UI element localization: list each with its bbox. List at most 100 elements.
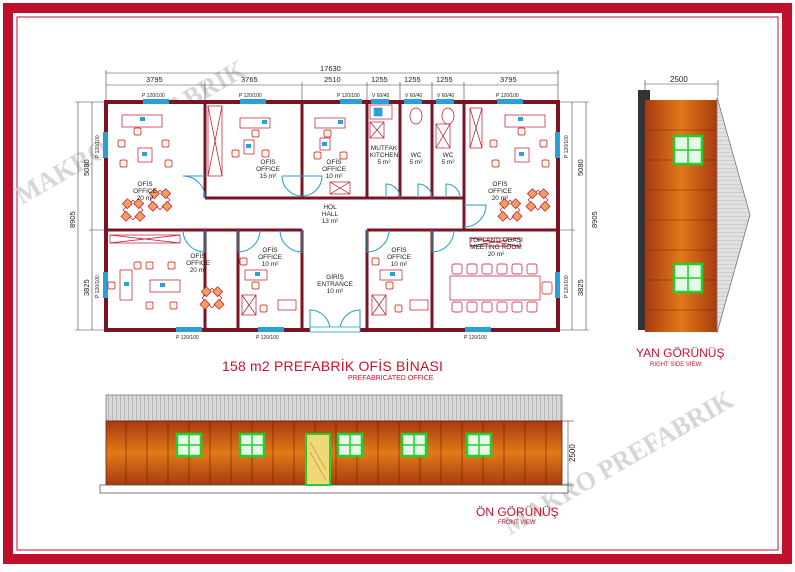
dim-left-total: 8905: [68, 211, 77, 228]
chair: [511, 263, 523, 275]
svg-text:10 m²: 10 m²: [327, 288, 344, 295]
room-wc2-label: WC 5 m²: [442, 152, 456, 166]
window-top-3: [340, 99, 362, 104]
room-office6-label: OFİS OFFICE 10 m²: [258, 245, 282, 268]
drawing-subtitle: PREFABRICATED OFFICE: [348, 375, 434, 382]
window-label: P 120/100: [176, 335, 199, 341]
svg-text:OFİS: OFİS: [262, 245, 278, 254]
chair: [541, 281, 553, 295]
chair: [481, 301, 493, 313]
dimension-labels: 17630 3795 3765 2510 1255 1255 1255 3795…: [68, 64, 599, 296]
svg-text:5 m²: 5 m²: [410, 159, 424, 166]
chair: [145, 301, 154, 310]
chair: [526, 263, 538, 275]
window-label: P 120/100: [256, 335, 279, 341]
svg-text:20 m²: 20 m²: [190, 267, 207, 274]
chair: [539, 200, 551, 212]
chair: [466, 301, 478, 313]
door: [385, 183, 401, 199]
floor-plan: 17630 3795 3765 2510 1255 1255 1255 3795…: [68, 64, 599, 341]
svg-text:20 m²: 20 m²: [137, 195, 154, 202]
svg-text:20 m²: 20 m²: [488, 251, 505, 258]
chair: [121, 198, 133, 210]
chair: [323, 129, 332, 138]
window-top-6: [436, 99, 454, 104]
cabinet-line: [207, 105, 223, 177]
desk: [504, 114, 546, 128]
svg-text:OFİS: OFİS: [391, 245, 407, 254]
chair: [339, 151, 348, 160]
room-office4-label: OFİS OFFICE 20 m²: [488, 179, 512, 202]
chair: [526, 188, 538, 200]
chair: [526, 301, 538, 313]
svg-text:OFFICE: OFFICE: [256, 166, 280, 173]
dim-seg-4: 1255: [371, 75, 388, 84]
svg-text:OFFICE: OFFICE: [488, 188, 512, 195]
chair: [251, 129, 260, 138]
svg-text:10 m²: 10 m²: [262, 261, 279, 268]
chair: [147, 200, 159, 212]
side-window: [672, 262, 704, 294]
chair: [231, 149, 240, 158]
chair: [385, 281, 394, 290]
door: [366, 229, 390, 253]
room-office7-label: OFİS OFFICE 10 m²: [387, 245, 411, 268]
cabinet: [371, 294, 387, 316]
room-labels: OFİS OFFICE 20 m² OFİS OFFICE 15 m² OFİS…: [133, 145, 523, 295]
svg-text:10 m²: 10 m²: [326, 173, 343, 180]
svg-text:10 m²: 10 m²: [391, 261, 408, 268]
chair: [120, 210, 132, 222]
room-office1-label: OFİS OFFICE 20 m²: [133, 179, 157, 202]
window-label: V 60/40: [437, 93, 454, 99]
dim-right-lower: 3825: [576, 279, 585, 296]
door: [182, 229, 206, 253]
chair: [510, 198, 522, 210]
front-view-subtitle: FRONT VIEW: [498, 520, 536, 526]
dim-seg-3: 2510: [324, 75, 341, 84]
side-width-label: 2500: [670, 75, 688, 84]
svg-text:MUTFAK: MUTFAK: [371, 145, 398, 152]
window-left-1: [103, 132, 108, 158]
dim-total-width: 17630: [320, 64, 341, 73]
chair: [511, 210, 523, 222]
chair: [161, 139, 170, 148]
door: [281, 175, 303, 197]
svg-text:WC: WC: [443, 152, 454, 159]
svg-text:HALL: HALL: [322, 211, 339, 218]
chair: [496, 301, 508, 313]
cabinet: [241, 294, 257, 316]
computer: [338, 120, 343, 124]
chair: [451, 263, 463, 275]
cabinet-line: [329, 181, 351, 195]
computer: [246, 144, 251, 148]
svg-text:5 m²: 5 m²: [442, 159, 456, 166]
window-label: P 120/100: [95, 275, 101, 298]
svg-text:OFİS: OFİS: [137, 179, 153, 188]
chair: [525, 200, 537, 212]
toilet: [409, 107, 423, 125]
dimension-lines: [75, 70, 589, 331]
chair: [491, 159, 500, 168]
chair: [212, 286, 224, 298]
computer: [140, 117, 145, 121]
side-view-subtitle: RIGHT SIDE VIEW: [650, 362, 702, 368]
svg-text:15 m²: 15 m²: [260, 173, 277, 180]
window-top-1: [143, 99, 169, 104]
window-right-1: [555, 132, 560, 158]
window-top-5: [404, 99, 422, 104]
room-meeting-label: TOPLANTI ODASI MEETING ROOM 20 m²: [469, 237, 523, 258]
svg-text:20 m²: 20 m²: [492, 195, 509, 202]
chair: [169, 301, 178, 310]
svg-text:5 m²: 5 m²: [378, 159, 392, 166]
window-bottom-3: [465, 327, 491, 332]
chair: [119, 159, 128, 168]
dim-seg-1: 3795: [146, 75, 163, 84]
window-label: P 120/100: [239, 93, 262, 99]
cabinet: [469, 237, 521, 247]
computer: [160, 283, 165, 287]
chair: [481, 263, 493, 275]
chair: [133, 127, 142, 136]
cabinet: [207, 105, 223, 177]
